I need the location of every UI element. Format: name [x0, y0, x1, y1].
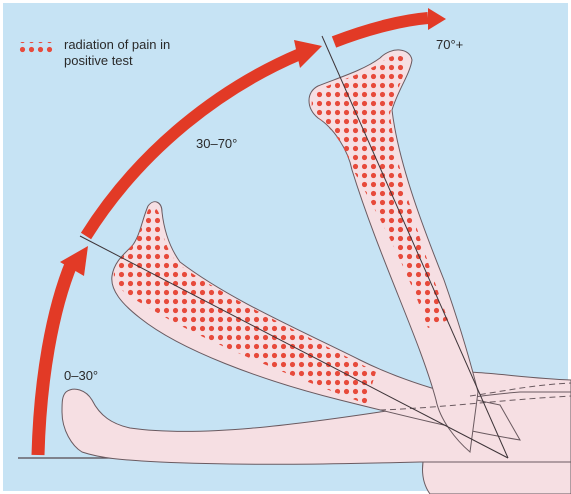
- legend-swatch: [18, 42, 56, 56]
- angle-label-30-70: 30–70°: [196, 136, 237, 152]
- angle-label-70-plus: 70°+: [436, 37, 463, 53]
- angle-label-0-30: 0–30°: [64, 368, 98, 384]
- legend-label: radiation of pain in positive test: [64, 37, 204, 69]
